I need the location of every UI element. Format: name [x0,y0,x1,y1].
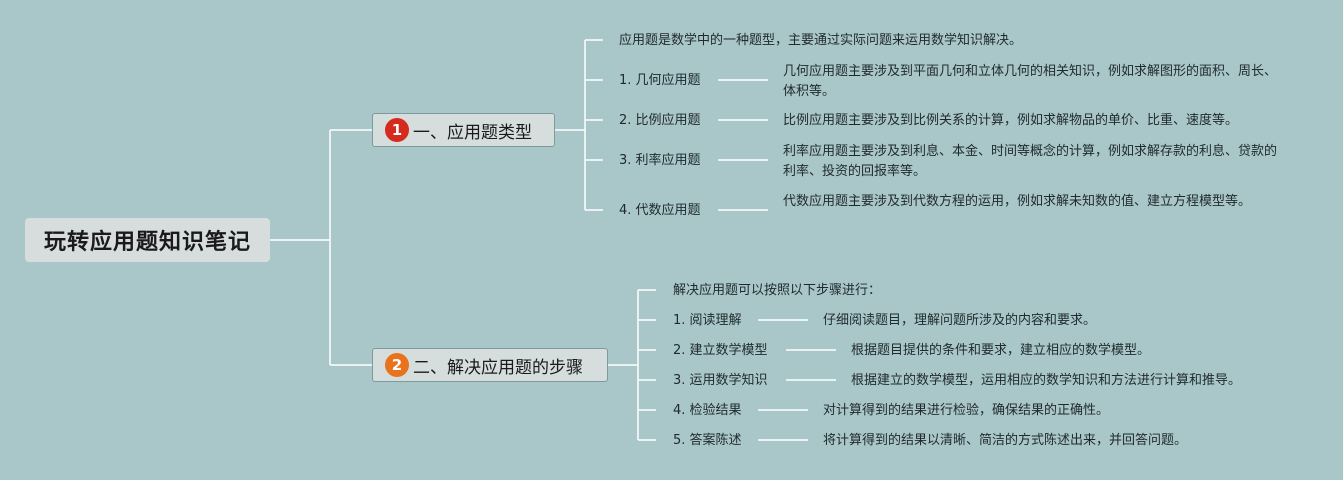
leaf-label-ratio[interactable]: 2. 比例应用题 [619,113,701,128]
branch-node-question-types[interactable]: 1 一、应用题类型 [372,113,555,147]
leaf-label-reading[interactable]: 1. 阅读理解 [673,313,742,328]
branch1-intro: 应用题是数学中的一种题型，主要通过实际问题来运用数学知识解决。 [619,33,1023,48]
branch-node-solving-steps[interactable]: 2 二、解决应用题的步骤 [372,348,608,382]
leaf-label-interest[interactable]: 3. 利率应用题 [619,153,701,168]
leaf-desc-checking: 对计算得到的结果进行检验，确保结果的正确性。 [823,403,1110,418]
leaf-desc-reading: 仔细阅读题目，理解问题所涉及的内容和要求。 [823,313,1097,328]
branch2-intro: 解决应用题可以按照以下步骤进行： [673,283,882,298]
branch-label: 二、解决应用题的步骤 [413,357,583,378]
leaf-desc-algebra: 代数应用题主要涉及到代数方程的运用，例如求解未知数的值、建立方程模型等。 [783,194,1252,209]
leaf-desc-applying: 根据建立的数学模型，运用相应的数学知识和方法进行计算和推导。 [851,373,1242,388]
leaf-desc-ratio: 比例应用题主要涉及到比例关系的计算，例如求解物品的单价、比重、速度等。 [783,113,1239,128]
leaf-desc-answering: 将计算得到的结果以清晰、简洁的方式陈述出来，并回答问题。 [823,433,1188,448]
number-badge-2: 2 [385,353,409,377]
leaf-desc-interest: 利率应用题主要涉及到利息、本金、时间等概念的计算，例如求解存款的利息、贷款的利率… [783,144,1278,179]
leaf-label-applying[interactable]: 3. 运用数学知识 [673,373,768,388]
leaf-label-answering[interactable]: 5. 答案陈述 [673,433,742,448]
leaf-label-algebra[interactable]: 4. 代数应用题 [619,203,701,218]
branch-label: 一、应用题类型 [413,122,532,143]
leaf-label-checking[interactable]: 4. 检验结果 [673,403,742,418]
leaf-desc-geometry: 几何应用题主要涉及到平面几何和立体几何的相关知识，例如求解图形的面积、周长、体积… [783,64,1278,99]
leaf-label-modeling[interactable]: 2. 建立数学模型 [673,343,768,358]
leaf-label-geometry[interactable]: 1. 几何应用题 [619,73,701,88]
leaf-desc-modeling: 根据题目提供的条件和要求，建立相应的数学模型。 [851,343,1151,358]
number-badge-1: 1 [385,118,409,142]
root-node-title[interactable]: 玩转应用题知识笔记 [25,218,270,262]
